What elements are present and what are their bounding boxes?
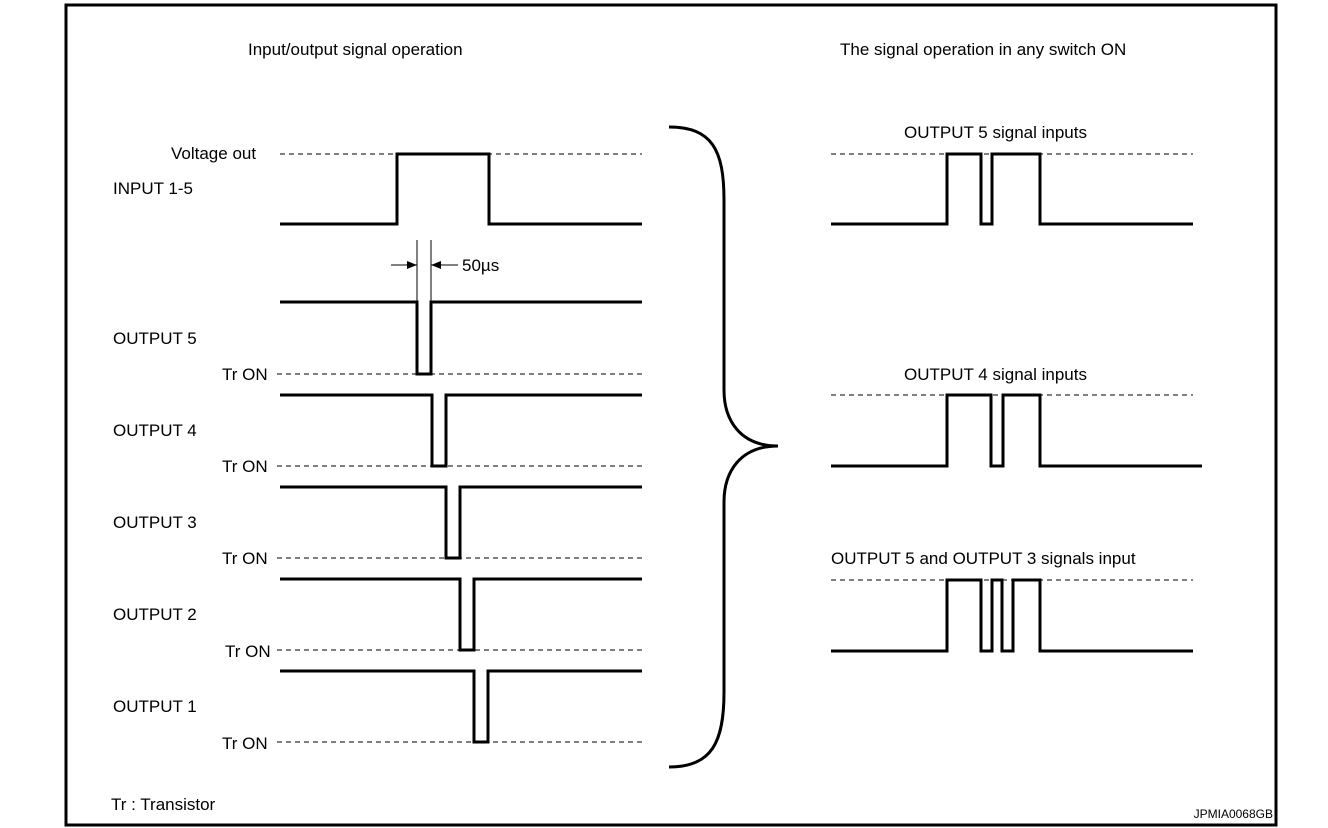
- output-4-tr-on-label: Tr ON: [222, 457, 268, 476]
- transistor-legend: Tr : Transistor: [111, 795, 216, 814]
- voltage-out-label: Voltage out: [171, 144, 256, 163]
- input-label: INPUT 1-5: [113, 179, 193, 198]
- output-5-label: OUTPUT 5: [113, 329, 197, 348]
- output-3-waveform: [280, 485, 642, 560]
- combined-output-4-waveform: [831, 393, 1202, 468]
- output-4-waveform: [280, 393, 642, 468]
- output-5-tr-on-label: Tr ON: [222, 365, 268, 384]
- combined-output-4-title: OUTPUT 4 signal inputs: [904, 365, 1087, 384]
- combined-output-5-waveform: [831, 152, 1193, 226]
- output-1-label: OUTPUT 1: [113, 697, 197, 716]
- output-1-tr-on-label: Tr ON: [222, 734, 268, 753]
- output-3-tr-on-label: Tr ON: [222, 549, 268, 568]
- output-2-tr-on-label: Tr ON: [225, 642, 271, 661]
- output-3-label: OUTPUT 3: [113, 513, 197, 532]
- output-2-label: OUTPUT 2: [113, 605, 197, 624]
- left-section-title: Input/output signal operation: [248, 40, 463, 59]
- input-waveform: [280, 152, 642, 226]
- combined-output-5-3-title: OUTPUT 5 and OUTPUT 3 signals input: [831, 549, 1136, 568]
- right-section-title: The signal operation in any switch ON: [840, 40, 1126, 59]
- combined-output-5-title: OUTPUT 5 signal inputs: [904, 123, 1087, 142]
- grouping-brace: [668, 125, 779, 769]
- output-4-label: OUTPUT 4: [113, 421, 197, 440]
- diagram-frame: [64, 3, 1278, 827]
- figure-code: JPMIA0068GB: [1194, 807, 1273, 821]
- output-1-waveform: [280, 669, 642, 744]
- pulse-width-dimension: [391, 240, 458, 374]
- pulse-width-label: 50µs: [462, 256, 499, 275]
- output-5-waveform: [280, 300, 642, 376]
- combined-output-5-3-waveform: [831, 578, 1193, 653]
- output-2-waveform: [280, 577, 642, 652]
